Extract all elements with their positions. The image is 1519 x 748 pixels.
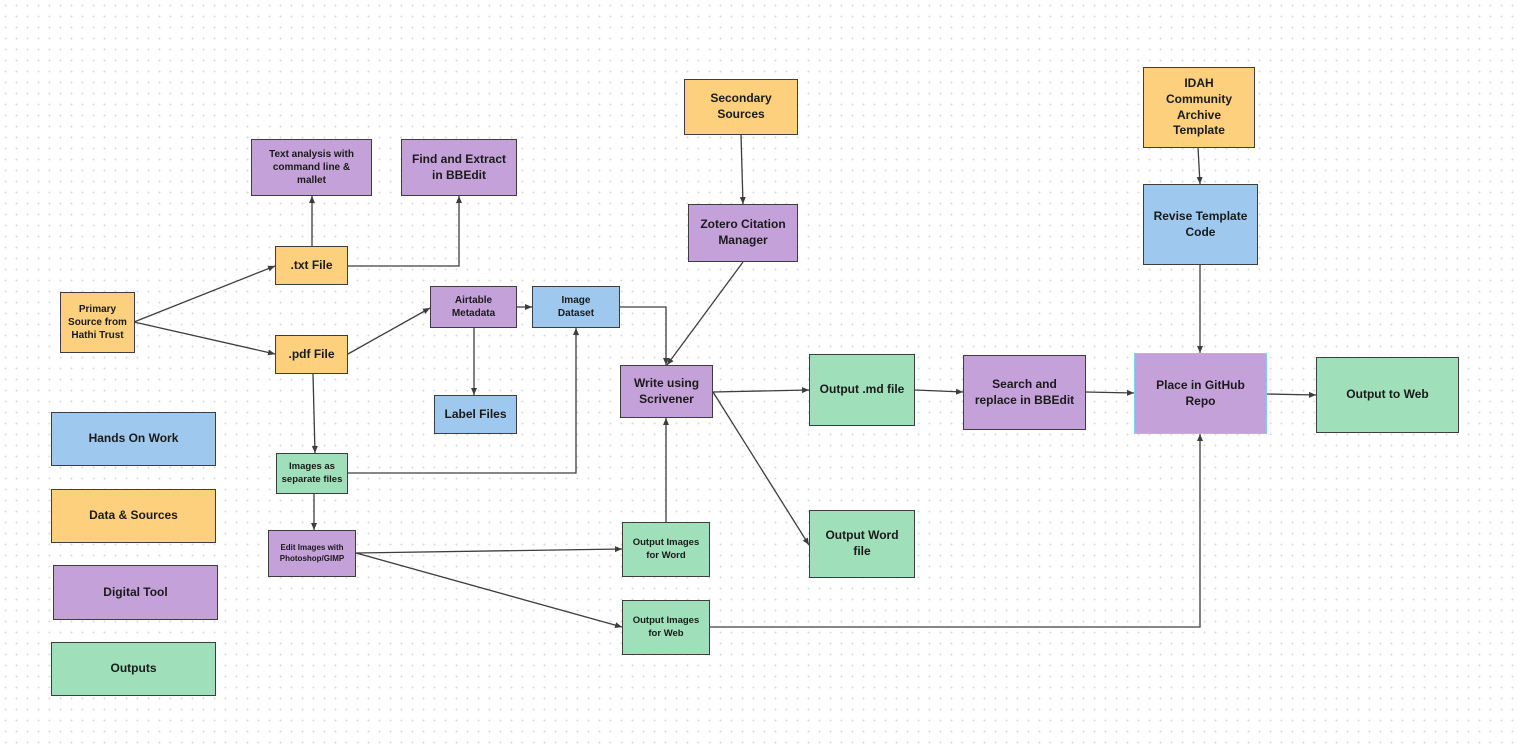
legend-data-sources-label: Data & Sources: [89, 508, 178, 523]
legend-hands-on-work[interactable]: Hands On Work: [51, 412, 216, 466]
edge-zotero-to-scrivener: [666, 261, 744, 366]
edge-idah-to-revise: [1196, 146, 1203, 185]
node-txt-file[interactable]: .txt File: [275, 246, 348, 285]
edge-images-separate-to-image-dataset: [348, 328, 579, 474]
node-image-dataset-label: Image Dataset: [557, 295, 595, 319]
node-pdf-file[interactable]: .pdf File: [275, 335, 348, 374]
node-primary-source-label: Primary Source from Hathi Trust: [68, 304, 127, 341]
legend-outputs[interactable]: Outputs: [51, 642, 216, 696]
node-revise-template[interactable]: Revise Template Code: [1143, 184, 1258, 265]
node-pdf-file-label: .pdf File: [288, 346, 335, 361]
edge-scrivener-to-output-word: [712, 391, 810, 546]
edge-primary-to-pdf: [133, 321, 276, 356]
node-images-separate-files-label: Images as separate files: [281, 461, 343, 485]
node-text-analysis-label: Text analysis with command line & mallet: [269, 149, 354, 186]
edge-pdf-to-images-separate: [311, 373, 318, 454]
node-text-analysis[interactable]: Text analysis with command line & mallet: [251, 139, 372, 196]
node-output-images-web-label: Output Images for Web: [632, 615, 700, 639]
legend-digital-tool-label: Digital Tool: [103, 584, 168, 599]
node-image-dataset[interactable]: Image Dataset: [532, 286, 620, 328]
node-label-files-label: Label Files: [444, 406, 507, 421]
node-edit-images-label: Edit Images with Photoshop/GIMP: [279, 543, 345, 563]
node-output-word-label: Output Word file: [825, 528, 899, 558]
legend-outputs-label: Outputs: [110, 661, 157, 676]
node-idah-template-label: IDAH Community Archive Template: [1166, 76, 1232, 138]
node-find-extract-label: Find and Extract in BBEdit: [411, 151, 506, 182]
edge-image-dataset-to-scrivener: [620, 306, 669, 365]
node-output-web[interactable]: Output to Web: [1316, 357, 1459, 433]
legend-digital-tool[interactable]: Digital Tool: [53, 565, 218, 620]
node-edit-images[interactable]: Edit Images with Photoshop/GIMP: [268, 530, 356, 577]
node-secondary-sources[interactable]: Secondary Sources: [684, 79, 798, 135]
node-secondary-sources-label: Secondary Sources: [710, 91, 772, 121]
node-github-repo-label: Place in GitHub Repo: [1156, 377, 1245, 408]
node-zotero-label: Zotero Citation Manager: [700, 217, 786, 247]
edge-edit-to-images-web: [355, 552, 623, 629]
legend-data-sources[interactable]: Data & Sources: [51, 489, 216, 543]
node-find-extract[interactable]: Find and Extract in BBEdit: [401, 139, 517, 196]
node-output-md[interactable]: Output .md file: [809, 354, 915, 426]
node-label-files[interactable]: Label Files: [434, 395, 517, 434]
edge-scrivener-to-output-md: [712, 387, 810, 394]
edge-pdf-to-airtable: [347, 307, 431, 355]
node-output-images-word-label: Output Images for Word: [632, 537, 700, 561]
edge-output-md-to-search-replace: [914, 388, 964, 395]
node-zotero[interactable]: Zotero Citation Manager: [688, 204, 798, 262]
edge-txt-to-find-extract: [348, 196, 462, 267]
node-output-web-label: Output to Web: [1346, 387, 1429, 402]
node-scrivener-label: Write using Scrivener: [633, 375, 700, 406]
node-github-repo[interactable]: Place in GitHub Repo: [1134, 353, 1267, 434]
node-scrivener[interactable]: Write using Scrivener: [620, 365, 713, 418]
node-airtable-metadata-label: Airtable Metadata: [451, 295, 496, 319]
node-output-images-word[interactable]: Output Images for Word: [622, 522, 710, 577]
node-primary-source[interactable]: Primary Source from Hathi Trust: [60, 292, 135, 353]
node-airtable-metadata[interactable]: Airtable Metadata: [430, 286, 517, 328]
legend-hands-on-work-label: Hands On Work: [88, 431, 179, 446]
node-search-replace[interactable]: Search and replace in BBEdit: [963, 355, 1086, 430]
edge-search-replace-to-github: [1084, 389, 1135, 396]
node-txt-file-label: .txt File: [290, 257, 333, 272]
node-output-md-label: Output .md file: [819, 382, 905, 397]
edge-edit-to-images-word: [355, 546, 623, 554]
node-idah-template[interactable]: IDAH Community Archive Template: [1143, 67, 1255, 148]
node-output-word[interactable]: Output Word file: [809, 510, 915, 578]
node-output-images-web[interactable]: Output Images for Web: [622, 600, 710, 655]
edge-images-web-to-github: [709, 434, 1203, 628]
edge-secondary-to-zotero: [739, 134, 746, 205]
node-revise-template-label: Revise Template Code: [1153, 208, 1248, 239]
node-search-replace-label: Search and replace in BBEdit: [974, 376, 1075, 407]
edge-primary-to-txt: [133, 265, 276, 323]
node-images-separate-files[interactable]: Images as separate files: [276, 453, 348, 494]
edge-github-to-output-web: [1265, 391, 1317, 398]
